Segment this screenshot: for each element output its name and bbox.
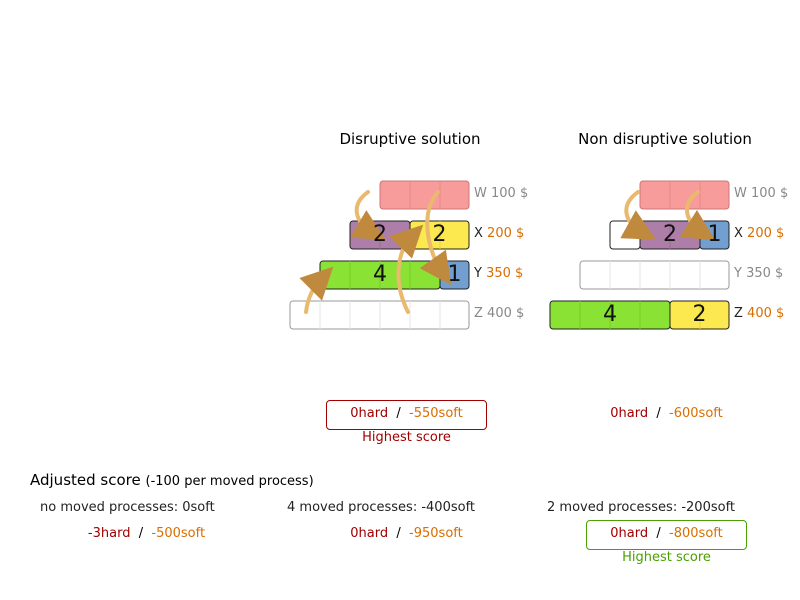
disruptive-highest-score-note: Highest score <box>362 430 451 445</box>
nondisruptive-row-z-bars <box>549 300 730 330</box>
score-hard: 0hard <box>350 526 389 541</box>
nondisruptive-move-arrows <box>620 190 716 241</box>
nondisruptive-process-z2: 2 <box>692 302 707 327</box>
disruptive-process-y1: 4 <box>373 262 387 287</box>
score-separator: / <box>138 526 144 541</box>
adjusted-score-title: Adjusted score <box>30 471 141 489</box>
score-soft: -550soft <box>409 406 463 421</box>
nondisruptive-process-x1: 2 <box>663 222 677 247</box>
row-name: W <box>734 186 747 201</box>
score-hard: 0hard <box>350 406 389 421</box>
score-hard: -3hard <box>87 526 131 541</box>
disruptive-process-x2: 2 <box>432 222 447 247</box>
disruptive-row-z-label: Z 400 $ <box>474 306 524 321</box>
disruptive-row-y-label: Y 350 $ <box>474 266 523 281</box>
adjusted-highest-score-note: Highest score <box>622 550 711 565</box>
adjusted-score-subtitle: (-100 per moved process) <box>145 474 314 489</box>
row-name: W <box>474 186 487 201</box>
score-hard: 0hard <box>610 526 649 541</box>
nondisruptive-score: 0hard / -600soft <box>586 406 747 421</box>
adjusted-col2-score: 0hard / -950soft <box>326 526 487 541</box>
score-soft: -800soft <box>669 526 723 541</box>
nondisruptive-row-x-label: X 200 $ <box>734 226 784 241</box>
row-name: Z <box>734 306 743 321</box>
score-soft: -500soft <box>151 526 206 541</box>
row-name: X <box>474 226 483 241</box>
disruptive-row-w-bar <box>379 180 470 210</box>
score-separator: / <box>396 406 401 421</box>
row-cost: 400 $ <box>747 306 785 321</box>
row-name: Y <box>734 266 742 281</box>
adjusted-col3-moved: 2 moved processes: -200soft <box>547 500 736 515</box>
disruptive-score: 0hard / -550soft <box>326 406 487 421</box>
row-cost: 200 $ <box>487 226 525 241</box>
adjusted-col2-moved: 4 moved processes: -400soft <box>287 500 476 515</box>
nondisruptive-title: Non disruptive solution <box>578 130 752 148</box>
nondisruptive-row-w-bar <box>639 180 730 210</box>
disruptive-process-x1: 2 <box>373 222 387 247</box>
nondisruptive-row-w-label: W 100 $ <box>734 186 788 201</box>
disruptive-score-highlight-box <box>326 400 487 430</box>
disruptive-title: Disruptive solution <box>339 130 481 148</box>
nondisruptive-row-y-bar <box>579 260 730 290</box>
disruptive-process-y2: 1 <box>447 262 462 287</box>
score-soft: -600soft <box>669 406 723 421</box>
adjusted-col1-score: -3hard / -500soft <box>66 526 227 541</box>
row-name: X <box>734 226 743 241</box>
row-cost: 400 $ <box>487 306 525 321</box>
score-soft: -950soft <box>409 526 463 541</box>
nondisruptive-process-x2: 1 <box>707 222 722 247</box>
row-cost: 100 $ <box>491 186 529 201</box>
adjusted-score-heading: Adjusted score (-100 per moved process) <box>30 471 314 489</box>
disruptive-row-x-label: X 200 $ <box>474 226 524 241</box>
score-separator: / <box>656 526 661 541</box>
adjusted-col3-score: 0hard / -800soft <box>586 526 747 541</box>
score-separator: / <box>396 526 401 541</box>
disruptive-move-arrows <box>299 190 452 314</box>
row-cost: 350 $ <box>746 266 784 281</box>
adjusted-col1-moved: no moved processes: 0soft <box>40 500 215 515</box>
score-hard: 0hard <box>610 406 649 421</box>
nondisruptive-row-z-label: Z 400 $ <box>734 306 784 321</box>
row-cost: 200 $ <box>747 226 785 241</box>
adjusted-col3-highlight-box <box>586 520 747 550</box>
nondisruptive-row-y-label: Y 350 $ <box>734 266 783 281</box>
score-separator: / <box>656 406 661 421</box>
row-cost: 350 $ <box>486 266 524 281</box>
disruptive-row-w-label: W 100 $ <box>474 186 528 201</box>
row-name: Y <box>474 266 482 281</box>
nondisruptive-process-z1: 4 <box>603 302 617 327</box>
disruptive-row-z-bar <box>289 300 470 330</box>
row-cost: 100 $ <box>751 186 789 201</box>
row-name: Z <box>474 306 483 321</box>
